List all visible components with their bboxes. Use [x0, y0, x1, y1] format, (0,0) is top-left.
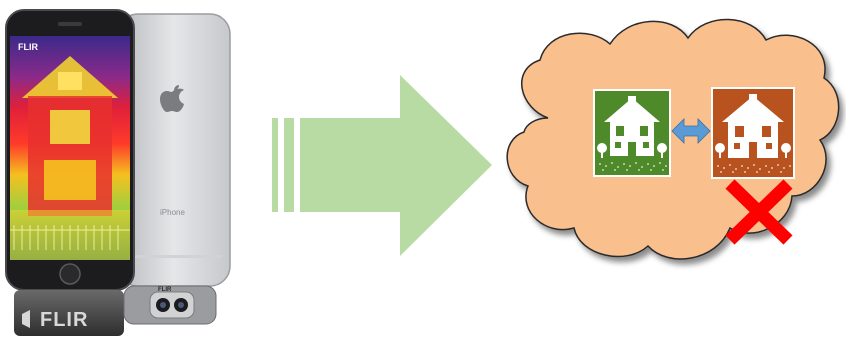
home-button[interactable] — [60, 264, 80, 284]
phone-front: FLIR — [6, 10, 134, 290]
house-icon — [712, 88, 794, 178]
house-icon — [594, 90, 670, 176]
lens-brand-label: FLIR — [158, 287, 172, 293]
large-right-arrow-icon — [272, 75, 492, 256]
screen-brand-label: FLIR — [18, 42, 38, 52]
device-brand-label: FLIR — [40, 309, 88, 331]
flir-device-base: FLIR FLIR — [14, 286, 216, 336]
back-model-label: iPhone — [160, 208, 185, 217]
thermal-camera-phone-icon: iPhone — [6, 10, 230, 336]
